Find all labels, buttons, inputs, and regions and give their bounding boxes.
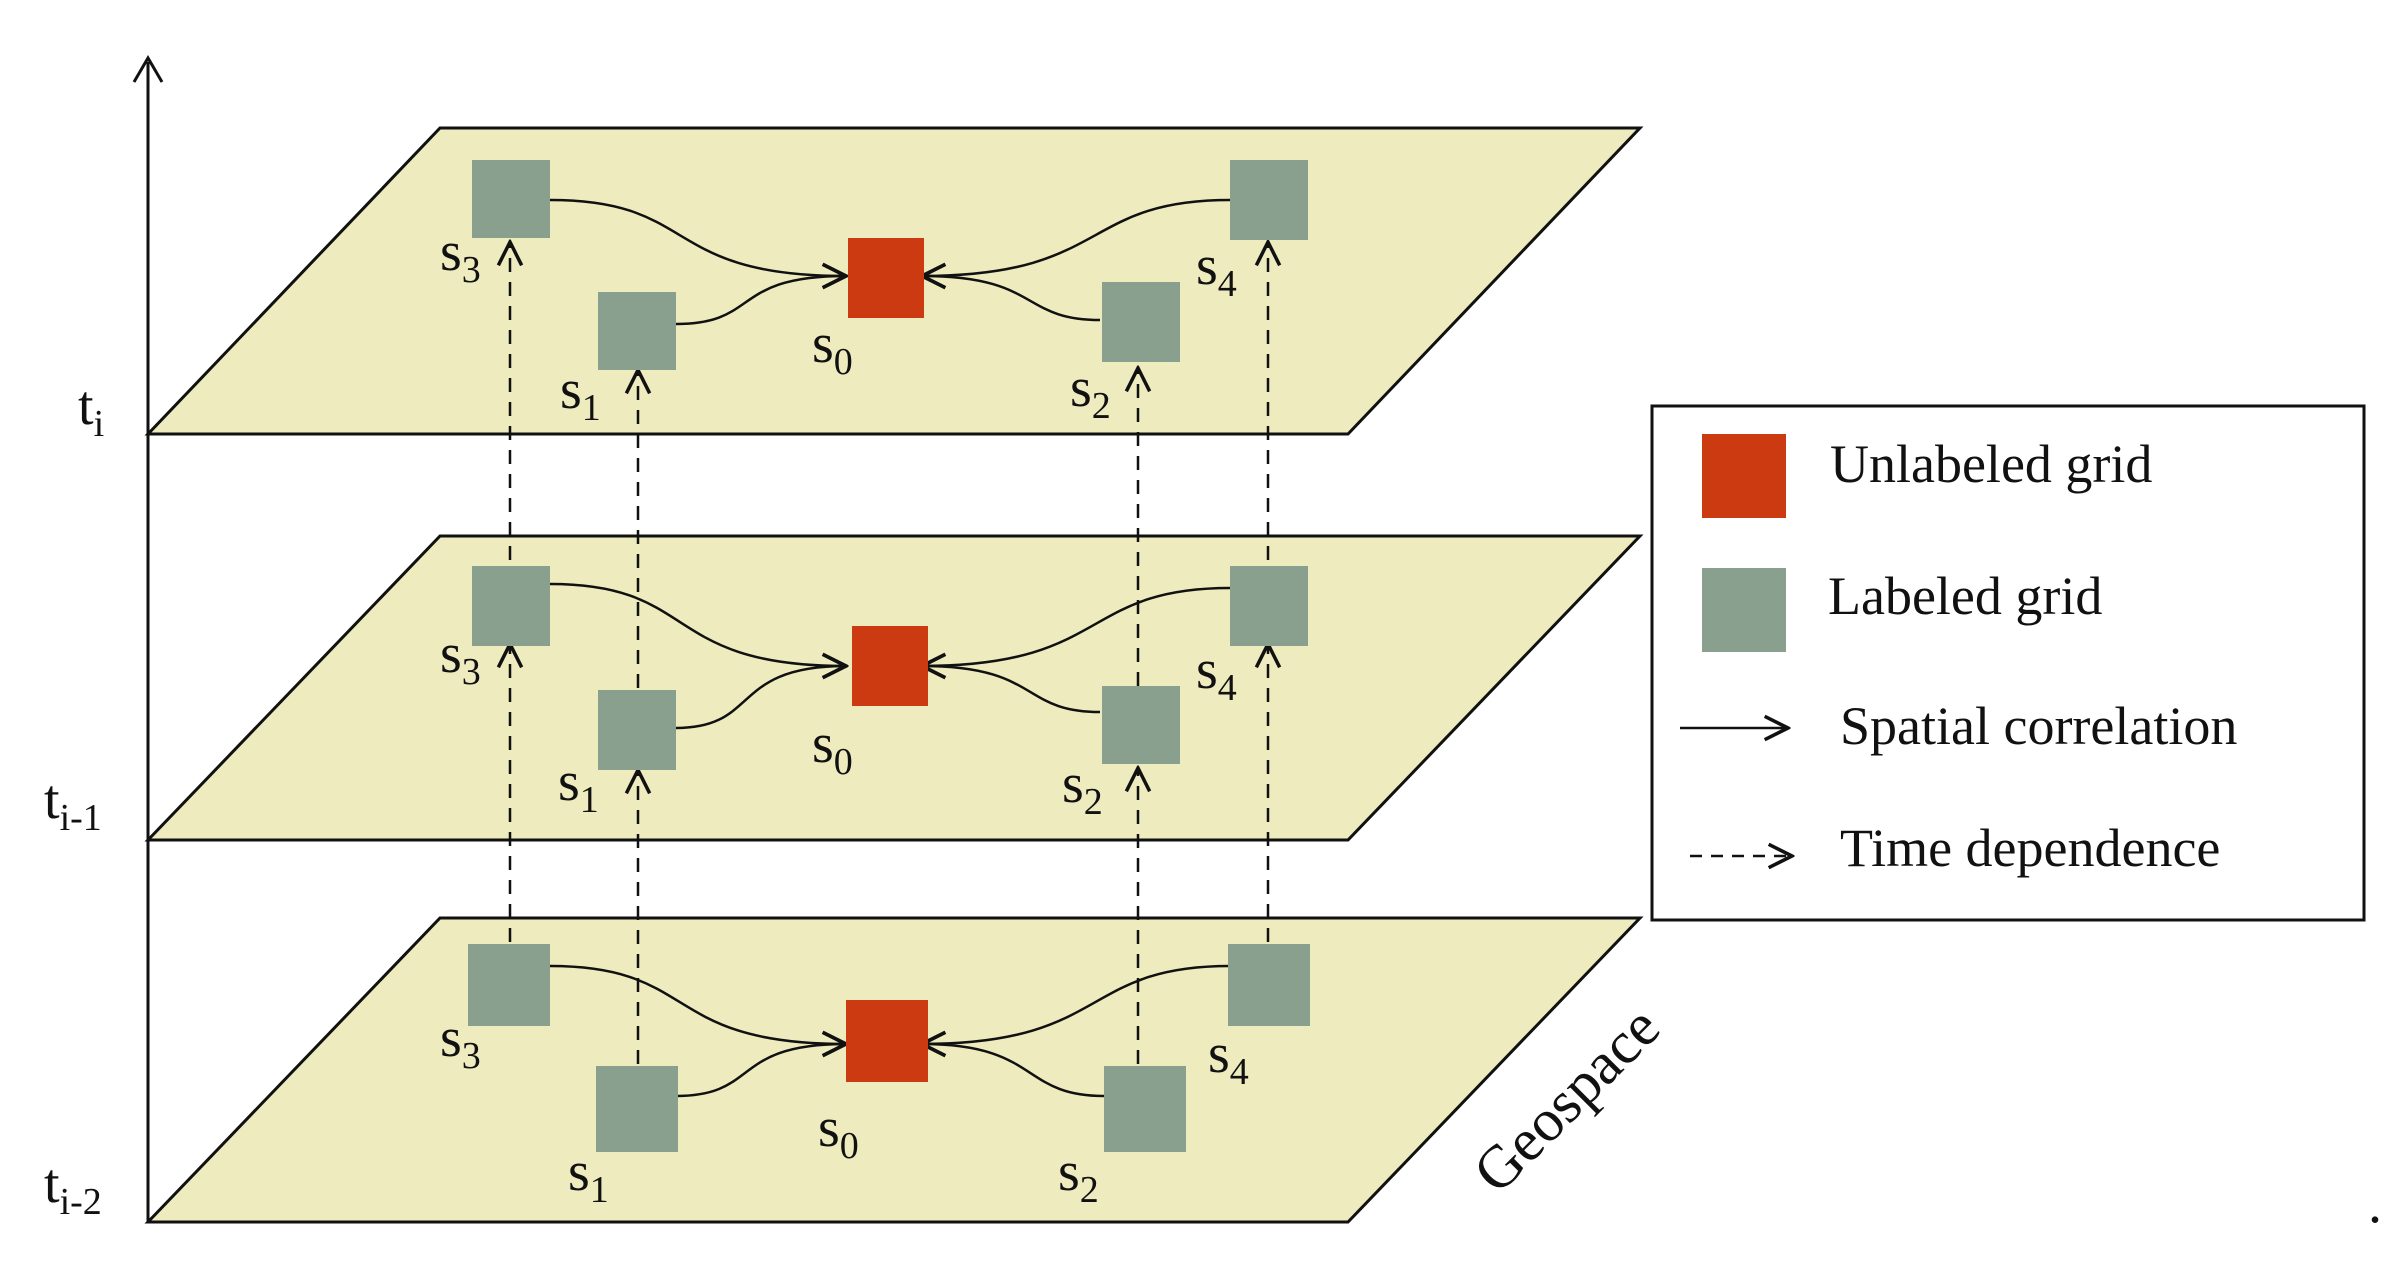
grid-s4	[1230, 566, 1308, 646]
label-s4: s4	[1208, 1023, 1249, 1093]
time-dependence-arrows	[510, 242, 1268, 1064]
time-label-t-i-1: ti-1	[44, 769, 102, 839]
time-labels: ti ti-1 ti-2	[44, 375, 104, 1223]
trailing-period: .	[2368, 1173, 2382, 1235]
legend: Unlabeled grid Labeled grid Spatial corr…	[1650, 404, 2366, 922]
grid-s4	[1230, 160, 1308, 240]
label-s2: s2	[1062, 753, 1103, 823]
grid-s0-unlabeled	[846, 1000, 928, 1082]
legend-swatch-labeled	[1702, 568, 1786, 652]
time-label-t-i-2: ti-2	[44, 1153, 102, 1223]
time-label-t-i: ti	[78, 375, 104, 445]
grid-s3	[472, 160, 550, 238]
label-s0: s0	[812, 313, 853, 383]
layer-t-i: s3 s1 s0 s2 s4	[440, 160, 1308, 429]
label-s2: s2	[1070, 357, 1111, 427]
layer-t-i-1: s3 s1 s0 s2 s4	[440, 566, 1308, 823]
legend-label-unlabeled: Unlabeled grid	[1830, 434, 2152, 494]
grid-s1	[598, 292, 676, 370]
legend-swatch-unlabeled	[1702, 434, 1786, 518]
grid-s0-unlabeled	[848, 238, 924, 318]
spatial-correlation-arrows	[549, 964, 1231, 1098]
spatial-correlation-arrows	[549, 198, 1231, 326]
grid-s3	[468, 944, 550, 1026]
grid-s0-unlabeled	[852, 626, 928, 706]
label-s0: s0	[812, 713, 853, 783]
label-s4: s4	[1196, 639, 1237, 709]
legend-label-spatial: Spatial correlation	[1840, 696, 2237, 756]
legend-label-time: Time dependence	[1840, 818, 2220, 878]
grid-s2	[1102, 686, 1180, 764]
label-s0: s0	[818, 1097, 859, 1167]
label-s1: s1	[560, 359, 601, 429]
grid-s1	[596, 1066, 678, 1152]
label-s3: s3	[440, 221, 481, 291]
grid-s3	[472, 566, 550, 646]
label-s1: s1	[558, 751, 599, 821]
layer-t-i-2: s3 s1 s0 s2 s4	[440, 944, 1310, 1211]
label-s1: s1	[568, 1141, 609, 1211]
grid-s2	[1102, 282, 1180, 362]
legend-label-labeled: Labeled grid	[1828, 566, 2102, 626]
time-axis	[132, 55, 164, 1222]
label-s3: s3	[440, 1007, 481, 1077]
grid-s2	[1104, 1066, 1186, 1152]
label-s4: s4	[1196, 235, 1237, 305]
grid-s4	[1228, 944, 1310, 1026]
grid-s1	[598, 690, 676, 770]
spatial-correlation-arrows	[549, 582, 1231, 730]
label-s3: s3	[440, 623, 481, 693]
label-s2: s2	[1058, 1141, 1099, 1211]
